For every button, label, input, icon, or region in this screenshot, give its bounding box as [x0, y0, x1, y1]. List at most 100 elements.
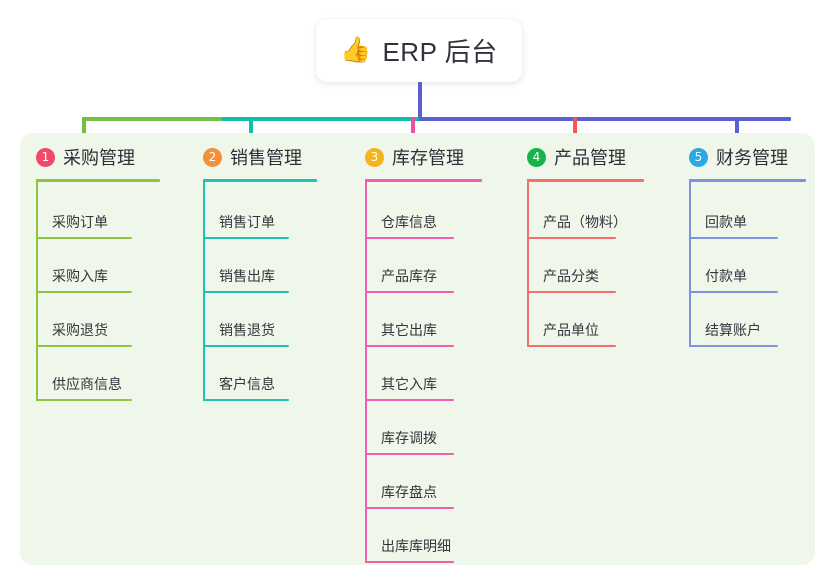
branch-item-rule: [689, 345, 778, 347]
branch-item-label: 客户信息: [219, 376, 275, 392]
branch-item[interactable]: 产品单位: [527, 303, 628, 347]
branch-item-rule: [203, 291, 289, 293]
branch-item-rule: [203, 237, 289, 239]
branch-item-rule: [365, 507, 454, 509]
branch-item-rule: [365, 345, 454, 347]
branch-item-label: 产品单位: [543, 322, 599, 338]
branch-item-rule: [365, 453, 454, 455]
branch-item-rule: [36, 237, 132, 239]
branch-item-label: 产品（物料）: [543, 214, 627, 230]
branches-panel: 1 采购管理采购订单采购入库采购退货供应商信息 2 销售管理销售订单销售出库销售退货客…: [20, 133, 815, 565]
branch-item-label: 其它出库: [381, 322, 437, 338]
trunk-segment-teal: [221, 117, 419, 121]
branch-item-rule: [36, 399, 132, 401]
branch-title-2: 销售管理: [230, 148, 302, 168]
branch-item[interactable]: 出库库明细: [365, 519, 466, 563]
trunk-segment-indigo: [419, 117, 791, 121]
branch-item-label: 销售退货: [219, 322, 275, 338]
branch-header-rule-2: [203, 179, 317, 182]
branch-item[interactable]: 销售出库: [203, 249, 301, 293]
root-node-title: ERP 后台: [382, 37, 498, 67]
branch-item[interactable]: 其它出库: [365, 303, 466, 347]
branch-item-rule: [365, 237, 454, 239]
branch-item-rule: [365, 399, 454, 401]
branch-item[interactable]: 库存调拨: [365, 411, 466, 455]
branch-item-rule: [365, 561, 454, 563]
branch-item[interactable]: 供应商信息: [36, 357, 144, 401]
branch-header-1[interactable]: 1 采购管理: [36, 144, 135, 170]
branch-item-rule: [689, 237, 778, 239]
root-node-card[interactable]: 👍 ERP 后台: [316, 19, 522, 82]
branch-item-rule: [689, 291, 778, 293]
branch-number-badge-1: 1: [36, 147, 55, 167]
branch-item-label: 采购入库: [52, 268, 108, 284]
branch-item[interactable]: 采购退货: [36, 303, 144, 347]
branch-item-label: 采购订单: [52, 214, 108, 230]
branch-item-label: 付款单: [705, 268, 747, 284]
branch-column-4: 4 产品管理产品（物料） 产品分类产品单位: [511, 133, 673, 565]
branch-item-rule: [36, 345, 132, 347]
branch-item[interactable]: 库存盘点: [365, 465, 466, 509]
branch-item-rule: [527, 345, 616, 347]
branch-item-label: 库存盘点: [381, 484, 437, 500]
branch-item-label: 结算账户: [705, 322, 761, 338]
branch-item-label: 库存调拨: [381, 430, 437, 446]
branch-item-label: 产品库存: [381, 268, 437, 284]
branch-column-5: 5 财务管理回款单付款单结算账户: [673, 133, 815, 565]
branch-item-rule: [527, 291, 616, 293]
branch-title-4: 产品管理: [554, 148, 626, 168]
branch-spine-2: [203, 179, 205, 401]
branch-spine-4: [527, 179, 529, 347]
branch-item[interactable]: 结算账户: [689, 303, 790, 347]
branch-header-rule-3: [365, 179, 482, 182]
branch-spine-5: [689, 179, 691, 347]
branch-item-label: 出库库明细: [381, 538, 451, 554]
branch-item-rule: [203, 399, 289, 401]
branch-item[interactable]: 产品分类: [527, 249, 628, 293]
branch-drop-connector-3: [411, 117, 415, 145]
branch-header-2[interactable]: 2 销售管理: [203, 144, 302, 170]
branch-item[interactable]: 仓库信息: [365, 195, 466, 239]
branch-item[interactable]: 产品库存: [365, 249, 466, 293]
branch-header-rule-4: [527, 179, 644, 182]
branch-item[interactable]: 产品（物料）: [527, 195, 628, 239]
branch-item-rule: [365, 291, 454, 293]
branch-column-2: 2 销售管理销售订单销售出库销售退货客户信息: [187, 133, 349, 565]
branch-item[interactable]: 回款单: [689, 195, 790, 239]
branch-item[interactable]: 客户信息: [203, 357, 301, 401]
branch-title-5: 财务管理: [716, 148, 788, 168]
branch-drop-connector-1: [82, 117, 86, 145]
branch-item-label: 销售订单: [219, 214, 275, 230]
branch-title-1: 采购管理: [63, 148, 135, 168]
branch-number-badge-5: 5: [689, 147, 708, 167]
branch-item-label: 采购退货: [52, 322, 108, 338]
thumbs-up-icon: 👍: [340, 36, 372, 64]
branch-header-rule-1: [36, 179, 160, 182]
branch-item[interactable]: 销售订单: [203, 195, 301, 239]
branch-item-label: 供应商信息: [52, 376, 122, 392]
root-node-content: 👍 ERP 后台: [340, 32, 497, 69]
branch-header-4[interactable]: 4 产品管理: [527, 144, 626, 170]
branch-item[interactable]: 采购入库: [36, 249, 144, 293]
branch-item[interactable]: 销售退货: [203, 303, 301, 347]
branch-item[interactable]: 其它入库: [365, 357, 466, 401]
branch-item[interactable]: 采购订单: [36, 195, 144, 239]
branch-title-3: 库存管理: [392, 148, 464, 168]
branch-number-badge-2: 2: [203, 147, 222, 167]
branch-drop-connector-4: [573, 117, 577, 145]
branch-item-label: 回款单: [705, 214, 747, 230]
branch-column-1: 1 采购管理采购订单采购入库采购退货供应商信息: [20, 133, 187, 565]
branch-item-rule: [527, 237, 616, 239]
root-stem-connector: [418, 82, 422, 121]
branch-item-rule: [203, 345, 289, 347]
branch-header-5[interactable]: 5 财务管理: [689, 144, 788, 170]
branch-spine-3: [365, 179, 367, 563]
branch-drop-connector-2: [249, 117, 253, 145]
branch-number-badge-4: 4: [527, 147, 546, 167]
branch-item[interactable]: 付款单: [689, 249, 790, 293]
branch-spine-1: [36, 179, 38, 401]
branch-item-rule: [36, 291, 132, 293]
